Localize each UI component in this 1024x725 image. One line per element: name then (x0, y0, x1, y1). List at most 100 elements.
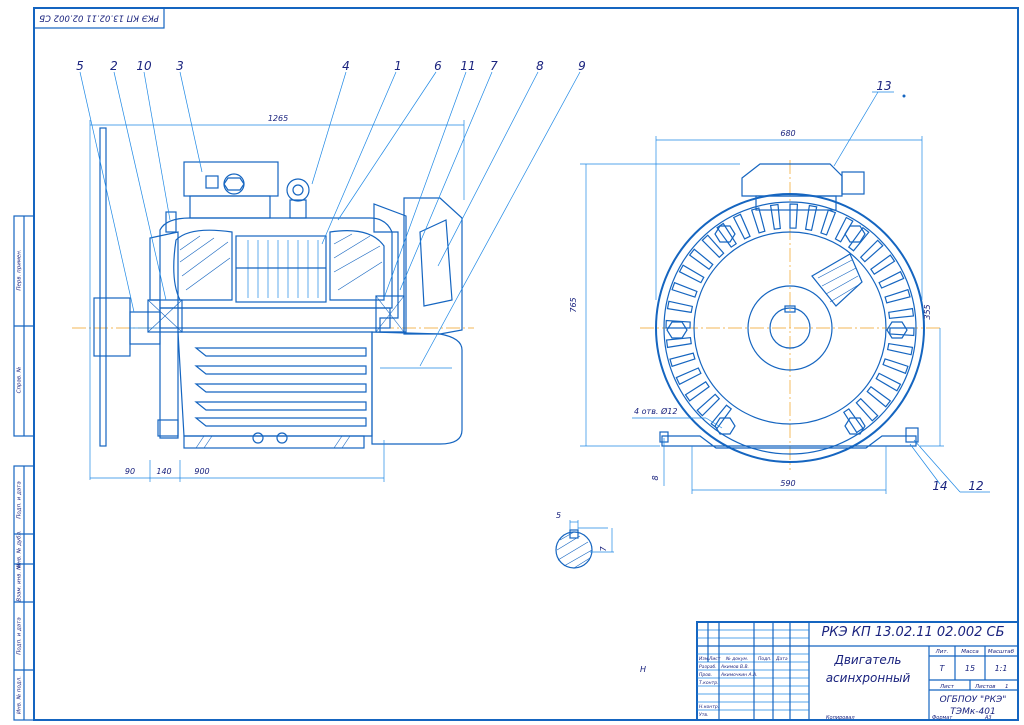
role-dev: Разраб. (699, 664, 717, 670)
row-izm: Изм. (699, 656, 710, 662)
cooling-fin (666, 300, 694, 314)
row-doc: № докум. (725, 656, 748, 662)
cooling-fin (859, 239, 884, 263)
cooling-fin (789, 203, 799, 229)
leader-10: 10 (136, 59, 152, 73)
format-label: Формат (932, 715, 953, 721)
frame-border (33, 7, 1019, 721)
cooling-fin (665, 319, 691, 329)
side-leaders (79, 71, 581, 367)
side-label-1: Перв. примен. (17, 249, 23, 291)
leader-5: 5 (76, 59, 84, 73)
dim-355: 355 (923, 304, 932, 319)
val-lit: Т (940, 664, 946, 673)
leader-1: 1 (394, 59, 402, 73)
cooling-fin (843, 408, 864, 434)
cooling-fin (866, 385, 892, 408)
cooling-fin (669, 352, 696, 368)
front-leaders (833, 91, 990, 493)
hdr-mass: Масса (961, 649, 979, 655)
hdr-scale: Масштаб (988, 649, 1015, 655)
hdr-lit: Лит. (935, 649, 949, 655)
stamp-code-rotated: РКЭ КП 13.02.11 02.002 СБ (39, 13, 159, 23)
motor-front-view (640, 160, 940, 470)
cooling-fin (678, 264, 705, 284)
cooling-fin (884, 288, 911, 304)
side-label-3: Подп. и дата (17, 481, 23, 519)
cooling-fin (675, 367, 702, 386)
leader-9: 9 (578, 59, 586, 73)
title-doc-code: РКЭ КП 13.02.11 02.002 СБ (821, 625, 1004, 640)
org-1: ОГБПОУ "РКЭ" (940, 695, 1007, 705)
row-date: Дата (775, 656, 788, 662)
cooling-fin (716, 222, 737, 248)
leader-7: 7 (490, 59, 498, 73)
cooling-fin (732, 213, 751, 240)
check-name: Акимочкин А.А. (720, 672, 758, 678)
leader-4: 4 (342, 59, 350, 73)
stray-dot (902, 94, 906, 98)
side-view-dimensions (89, 120, 465, 482)
leader-8: 8 (536, 59, 544, 73)
leader-6: 6 (434, 59, 442, 73)
side-label-2: Справ. № (17, 366, 23, 393)
side-label-4: Инв. № дубл. (17, 530, 23, 568)
cooling-fin (701, 234, 725, 259)
dim-holes: 4 отв. Ø12 (634, 406, 677, 416)
val-mass: 15 (965, 664, 975, 673)
side-label-6: Подп. и дата (17, 617, 23, 655)
dim-key-5: 5 (556, 511, 561, 520)
cooling-fin (804, 204, 818, 232)
leader-11: 11 (460, 59, 475, 73)
row-sign: Подп. (758, 656, 772, 662)
val-scale: 1:1 (995, 664, 1008, 673)
row-list: Лист (708, 656, 721, 662)
cooling-fin (886, 342, 914, 356)
side-column: Перв. примен. Справ. № Подп. и дата Инв.… (13, 215, 35, 721)
leader-12: 12 (968, 479, 983, 493)
cooling-fin (834, 216, 854, 243)
motor-side-view (72, 127, 474, 449)
cooling-fin (665, 337, 692, 349)
org-2: ТЭМк-401 (950, 707, 995, 717)
cooling-fin (769, 203, 781, 230)
leader-13: 13 (876, 79, 891, 93)
side-label-7: Инв. № подл. (17, 676, 23, 714)
cooling-fin (888, 307, 915, 319)
val-sheets: 1 (1005, 684, 1009, 690)
leader-3: 3 (176, 59, 184, 73)
cooling-fin (688, 248, 714, 271)
cooling-fin (870, 254, 896, 275)
lbl-sheet: Лист (939, 684, 955, 690)
lbl-sheets: Листов (974, 684, 996, 690)
role-check: Пров. (699, 672, 712, 678)
cooling-fin (696, 393, 721, 417)
dim-765: 765 (569, 297, 578, 312)
copied-label: Копировал (826, 715, 855, 721)
dim-680: 680 (780, 129, 795, 138)
title-name-1: Двигатель (833, 653, 901, 667)
cooling-fin (750, 207, 766, 234)
role-ncontr: Н.контр. (699, 704, 719, 710)
role-appr: Утв. (699, 712, 708, 718)
dev-name: Акимов В.В. (720, 664, 749, 670)
cooling-fin (875, 372, 902, 392)
format-value: А3 (984, 715, 992, 721)
stamp-box (33, 7, 165, 29)
cooling-fin (882, 358, 909, 375)
dim-140: 140 (156, 467, 171, 476)
cooling-fin (889, 327, 915, 337)
role-tcontr: Т.контр. (699, 680, 719, 686)
front-view-dimensions (580, 136, 944, 494)
leader-2: 2 (110, 59, 118, 73)
cooling-fin (671, 281, 698, 298)
cooling-fin (820, 209, 837, 236)
dim-1265: 1265 (268, 114, 288, 123)
title-name-2: асинхронный (826, 671, 911, 685)
title-block (696, 621, 1019, 721)
dim-90: 90 (125, 467, 135, 476)
dim-590: 590 (780, 479, 795, 488)
cooling-fin (855, 397, 879, 422)
